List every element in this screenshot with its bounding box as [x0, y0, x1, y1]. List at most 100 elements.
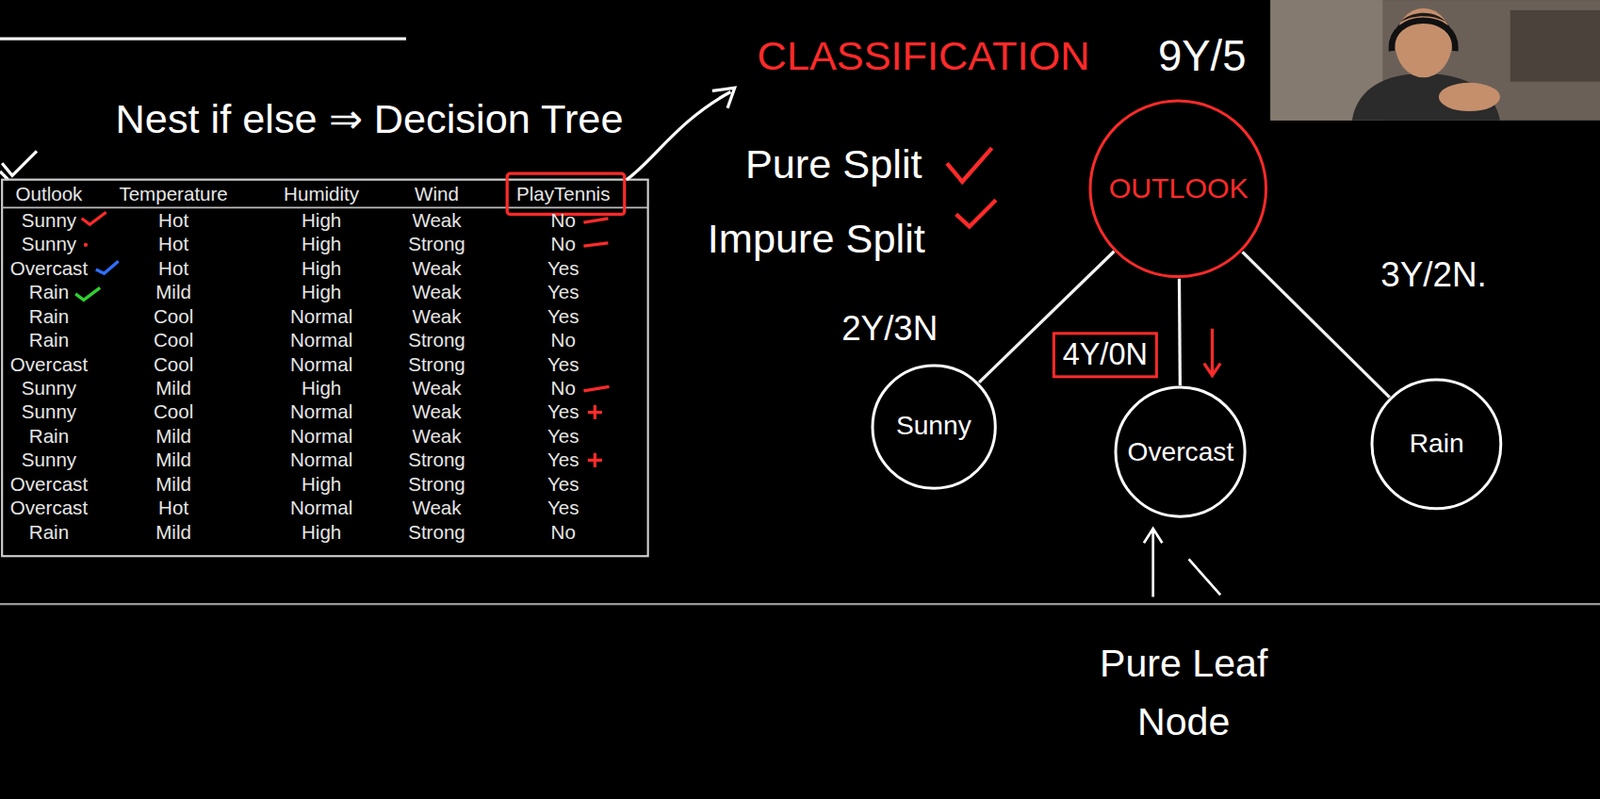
table-cell: Hot: [158, 257, 189, 280]
table-cell: Normal: [290, 353, 353, 376]
table-cell: Rain: [29, 305, 69, 328]
table-cell: Strong: [408, 233, 466, 257]
table-cell: Normal: [290, 401, 353, 425]
table-cell: Mild: [155, 521, 192, 544]
table-cell: No: [551, 233, 576, 257]
table-cell: Rain: [29, 424, 69, 448]
table-cell: Hot: [158, 209, 189, 232]
table-cell: Weak: [411, 305, 461, 328]
table-cell: Overcast: [10, 496, 88, 520]
branch-line: [1242, 251, 1390, 397]
curved-arrow: [626, 92, 731, 180]
table-cell: Yes: [547, 305, 580, 328]
node-label: Rain: [1409, 428, 1465, 459]
note-text: Impure Split: [707, 216, 926, 264]
table-cell: Sunny: [21, 376, 77, 400]
circle-shape: [872, 364, 996, 488]
table-cell: High: [301, 521, 342, 544]
table-cell: Yes: [547, 280, 580, 304]
table-border: [1, 179, 648, 557]
table-cell: Mild: [155, 424, 192, 448]
table-cell: Weak: [411, 257, 461, 280]
table-cell: Strong: [408, 353, 466, 376]
webcam-hand: [1438, 82, 1501, 112]
dot-mark: [83, 243, 88, 247]
circle-shape: [1115, 387, 1245, 517]
heading-text: Nest if else ⇒ Decision Tree: [115, 96, 624, 144]
table-header: Outlook: [16, 182, 83, 206]
circle-shape: [1371, 379, 1502, 509]
table-header: Wind: [414, 182, 459, 206]
table-cell: Overcast: [10, 257, 88, 280]
table-cell: Normal: [290, 424, 353, 448]
table-cell: Mild: [155, 280, 192, 304]
node-label: OUTLOOK: [1109, 172, 1249, 206]
table-cell: Weak: [411, 376, 461, 400]
table-cell: Yes: [547, 424, 580, 448]
leaf-circle: Sunny: [870, 363, 997, 490]
table-cell: High: [301, 257, 342, 280]
table-cell: Cool: [153, 353, 194, 376]
callout-text: Pure Leaf Node: [1086, 636, 1281, 752]
table-cell: Hot: [158, 496, 189, 520]
table-cell: Rain: [29, 328, 69, 352]
table-cell: Yes: [547, 496, 580, 520]
heading-note: CLASSIFICATION: [757, 32, 1091, 81]
table-cell: Weak: [411, 424, 461, 448]
table-cell: Mild: [155, 473, 192, 496]
count-note: 9Y/5: [1158, 31, 1247, 81]
table-cell: Cool: [153, 401, 194, 425]
table-cell: Normal: [290, 328, 353, 352]
table-cell: Overcast: [10, 473, 88, 496]
table-cell: Sunny: [21, 449, 77, 473]
table-cell: Mild: [155, 449, 192, 473]
table-cell: Rain: [29, 521, 69, 544]
table-cell: Normal: [290, 305, 353, 328]
note-text: Pure Split: [745, 142, 923, 190]
webcam-inset: [1270, 0, 1600, 121]
table-cell: High: [301, 473, 342, 496]
node-label: Sunny: [896, 410, 972, 441]
table-cell: Yes: [547, 257, 580, 280]
circle-shape: [1090, 100, 1267, 278]
webcam-shelf: [1510, 10, 1600, 82]
table-cell: Normal: [290, 496, 353, 520]
table-cell: No: [551, 521, 576, 544]
node-body: Rain: [1370, 377, 1503, 511]
webcam-headphones: [1391, 20, 1455, 51]
check-mark: [0, 150, 37, 180]
root-circle: OUTLOOK: [1088, 98, 1269, 279]
leaf-circle: Overcast: [1113, 385, 1247, 519]
leader-arrow: [1143, 528, 1221, 598]
table-cell: Sunny: [21, 209, 77, 232]
plus-mark: [587, 405, 603, 468]
edge-label: 3Y/2N.: [1374, 253, 1493, 297]
table-cell: Hot: [158, 233, 189, 257]
table-cell: Overcast: [10, 353, 88, 376]
table-cell: No: [551, 376, 576, 400]
table-cell: Yes: [547, 449, 580, 473]
webcam-frame: [1270, 0, 1600, 121]
table-cell: Yes: [547, 401, 580, 425]
webcam-body: [1352, 73, 1501, 121]
node-label: Overcast: [1127, 437, 1235, 468]
table-cell: Strong: [408, 328, 466, 352]
leaf-circle: Rain: [1370, 377, 1503, 511]
dash-mark: [583, 218, 609, 392]
table-cell: Sunny: [21, 401, 77, 425]
node-body: Overcast: [1113, 385, 1247, 519]
table-cell: Cool: [153, 328, 194, 352]
table-cell: High: [301, 233, 342, 257]
table-cell: Cool: [153, 305, 194, 328]
check-mark: [946, 147, 993, 182]
table-header: Humidity: [283, 182, 360, 206]
table-cell: High: [301, 280, 342, 304]
check-mark: [96, 261, 119, 274]
check-mark: [75, 287, 100, 300]
divider-line: [0, 603, 1600, 605]
table-cell: Strong: [408, 473, 466, 496]
table-cell: Strong: [408, 521, 466, 544]
highlight-box: [506, 173, 625, 214]
